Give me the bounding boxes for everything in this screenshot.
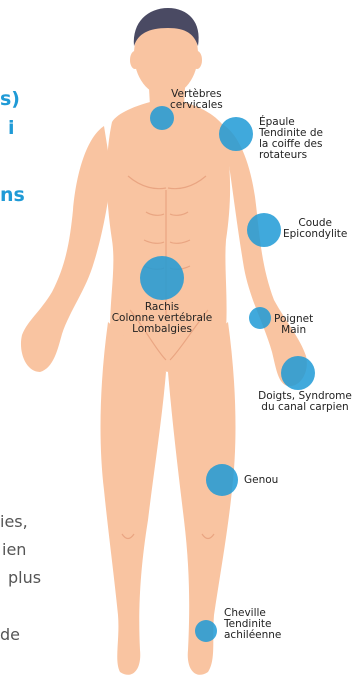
marker-rachis[interactable] bbox=[140, 256, 184, 300]
label-epaule: Épaule Tendinite de la coiffe des rotate… bbox=[259, 117, 323, 161]
marker-cheville[interactable] bbox=[195, 620, 217, 642]
marker-poignet[interactable] bbox=[249, 307, 271, 329]
label-rachis: Rachis Colonne vertébrale Lombalgies bbox=[106, 302, 218, 335]
label-poignet: Poignet Main bbox=[274, 314, 313, 336]
label-doigts: Doigts, Syndrome du canal carpien bbox=[254, 391, 356, 413]
label-coude: Coude Epicondylite bbox=[283, 218, 347, 240]
label-genou: Genou bbox=[244, 475, 278, 486]
marker-doigts[interactable] bbox=[281, 356, 315, 390]
label-cheville: Cheville Tendinite achiléenne bbox=[224, 608, 281, 641]
label-cervicales: Vertèbres cervicales bbox=[170, 89, 223, 111]
marker-genou[interactable] bbox=[206, 464, 238, 496]
marker-coude[interactable] bbox=[247, 213, 281, 247]
marker-epaule[interactable] bbox=[219, 117, 253, 151]
